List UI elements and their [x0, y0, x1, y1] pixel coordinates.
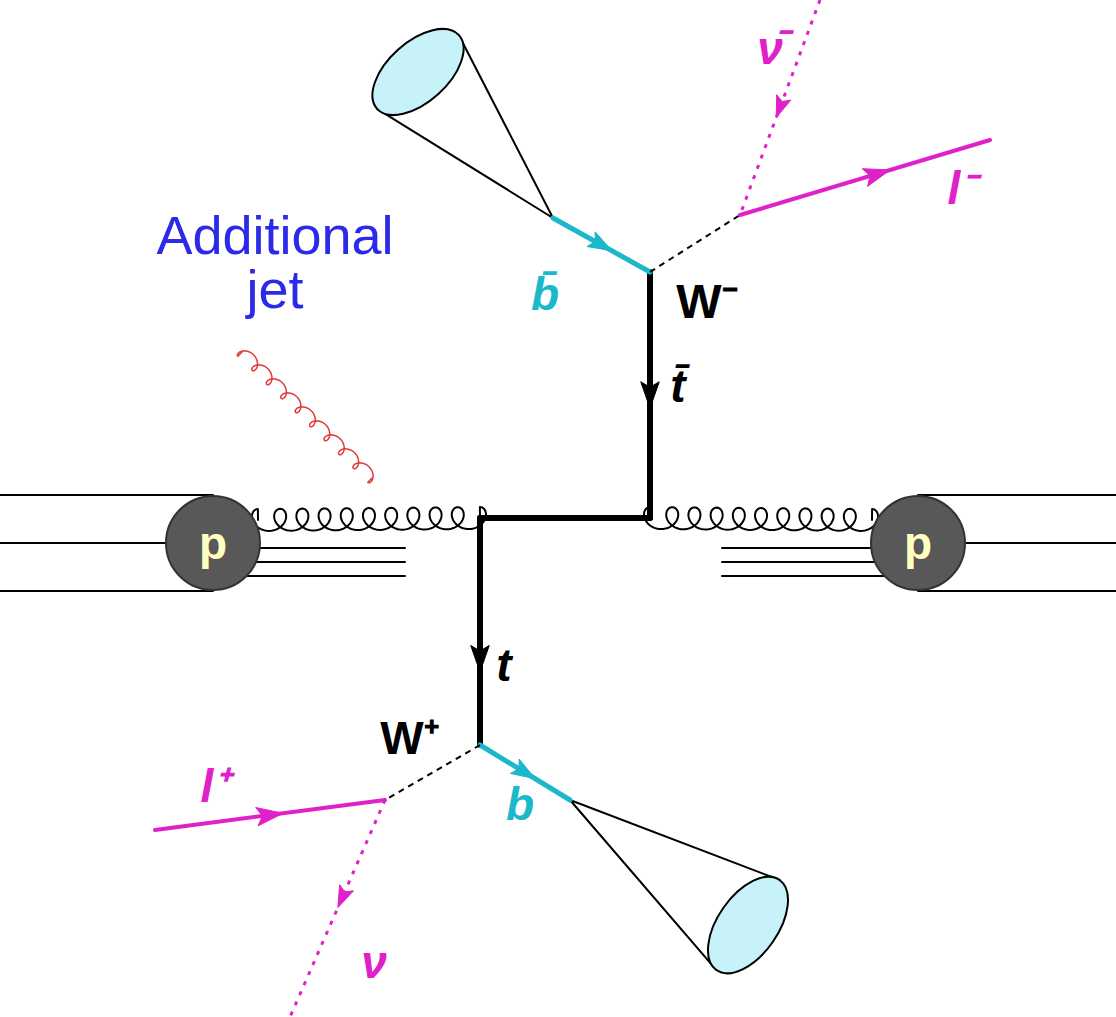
b-arrow: [510, 759, 535, 779]
proton-circle: p: [870, 495, 966, 591]
lepton-arrow: [256, 808, 283, 826]
top-line: [477, 518, 483, 745]
proton-line: [918, 590, 1116, 592]
antib-arrow: [587, 232, 612, 251]
lepton-line: [740, 140, 990, 215]
gluon: [252, 507, 486, 531]
proton-label: p: [199, 520, 227, 566]
neutrino-arrow: [338, 885, 354, 908]
proton-label: p: [904, 520, 932, 566]
particle-label: t: [496, 642, 511, 688]
particle-label: l⁺: [201, 763, 230, 809]
w-boson-line: [650, 215, 740, 272]
neutrino-line: [740, 0, 820, 215]
proton-line: [918, 494, 1116, 496]
lepton-arrow: [862, 169, 890, 187]
jet-cone-ellipse: [357, 13, 479, 131]
particle-label: W⁺: [380, 715, 439, 761]
neutrino-arrow: [776, 95, 791, 118]
antitop-arrow: [641, 382, 659, 408]
proton-circle: p: [165, 495, 261, 591]
top-propagator: [480, 515, 650, 521]
particle-label: b̄: [531, 271, 559, 317]
particle-label: ν̄: [757, 25, 783, 71]
particle-label: l⁻: [948, 165, 977, 211]
jet-cone-ellipse: [692, 863, 804, 988]
top-arrow: [471, 646, 489, 672]
radiated-gluon: [237, 351, 373, 483]
particle-label: ν: [361, 939, 387, 985]
antib-quark-line: [553, 218, 650, 272]
proton-line: [0, 590, 213, 592]
lepton-line: [155, 800, 385, 830]
annotation-text: Additional jet: [130, 208, 420, 316]
gluon: [644, 507, 878, 531]
particle-label: t̄: [670, 363, 685, 409]
particle-label: W⁻: [676, 278, 737, 326]
proton-line: [0, 494, 213, 496]
particle-label: b: [506, 781, 534, 827]
